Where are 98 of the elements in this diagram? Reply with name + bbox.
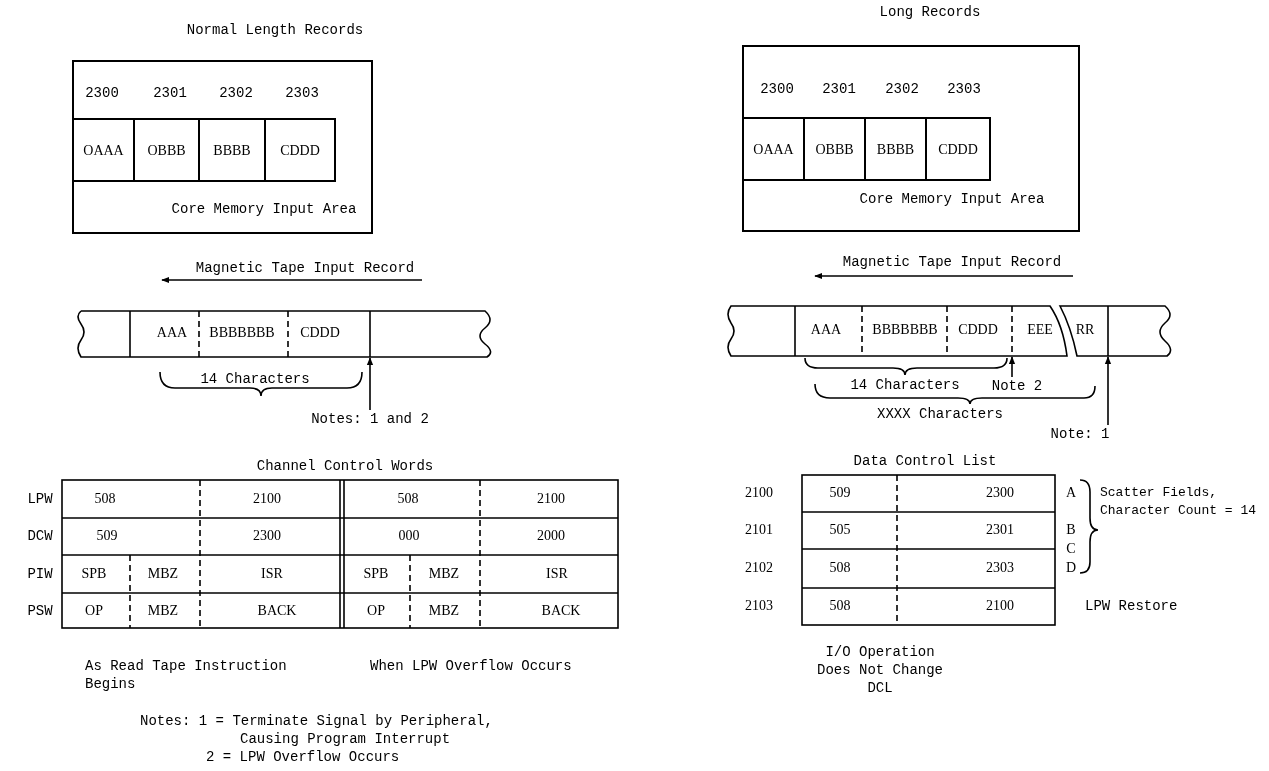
table-value: 2100 — [252, 490, 282, 508]
tape-caption: Magnetic Tape Input Record — [194, 259, 416, 277]
note-text: Note 2 — [990, 377, 1044, 395]
memory-cell — [742, 117, 805, 181]
table-value: 508 — [93, 490, 117, 508]
table-value: OP — [366, 602, 386, 620]
field-text: AAA — [809, 321, 843, 339]
table-value: 508 — [396, 490, 420, 508]
cell-text: OAAA — [83, 141, 124, 160]
row-note: LPW Restore — [1085, 597, 1179, 615]
column-caption: When LPW Overflow Occurs — [370, 657, 573, 675]
note-text: Note: 1 — [1048, 425, 1112, 443]
memory-address: 2301 — [152, 84, 188, 102]
table-value: BACK — [540, 602, 582, 620]
memory-cell — [198, 118, 266, 182]
memory-address: 2300 — [84, 84, 120, 102]
memory-cell — [133, 118, 200, 182]
memory-address: 2300 — [759, 80, 795, 98]
table-note: I/O Operation Does Not Change DCL — [816, 643, 944, 697]
field-text: BBBBBBB — [871, 321, 939, 339]
table-value: SPB — [362, 565, 390, 583]
cell-text: CDDD — [938, 140, 978, 159]
memory-address: 2303 — [946, 80, 982, 98]
row-address: 2103 — [744, 597, 774, 615]
memory-cell — [925, 117, 991, 181]
section-title: Normal Length Records — [185, 21, 365, 39]
cell-text: OAAA — [753, 140, 794, 159]
field-letter: A — [1064, 484, 1078, 502]
table-value: 2303 — [985, 559, 1015, 577]
table-value: 508 — [828, 559, 852, 577]
table-value: MBZ — [146, 602, 180, 620]
memory-address: 2301 — [821, 80, 857, 98]
cell-text: CDDD — [280, 141, 320, 160]
memory-cell — [72, 118, 135, 182]
table-value: 2300 — [252, 527, 282, 545]
row-label: PIW — [26, 565, 54, 583]
table-value: 2100 — [536, 490, 566, 508]
cell-text: BBBB — [876, 140, 915, 159]
column-caption: As Read Tape Instruction Begins — [85, 657, 288, 693]
arrow — [1104, 356, 1112, 426]
brace-label: 14 Characters — [199, 370, 311, 388]
field-text: RR — [1074, 321, 1096, 339]
brace-label: XXXX Characters — [876, 405, 1004, 423]
table-value: 509 — [95, 527, 119, 545]
table-value: 2100 — [985, 597, 1015, 615]
memory-area-box — [72, 60, 373, 234]
table-value: MBZ — [427, 602, 461, 620]
table-value: BACK — [256, 602, 298, 620]
row-label: PSW — [26, 602, 54, 620]
row-address: 2102 — [744, 559, 774, 577]
notes-text: Notes: 1 = Terminate Signal by Peripheral, Causing Program Interrupt — [140, 712, 494, 748]
row-label: DCW — [26, 527, 54, 545]
field-text: BBBBBBB — [208, 324, 276, 342]
cell-text: BBBB — [213, 141, 251, 160]
table-value: 2300 — [985, 484, 1015, 502]
arrow — [1008, 356, 1016, 378]
field-letter: C — [1065, 540, 1077, 558]
field-letter: B — [1065, 521, 1077, 539]
area-caption: Core Memory Input Area — [858, 190, 1046, 208]
field-text: CDDD — [299, 324, 341, 342]
table-value: OP — [84, 602, 104, 620]
notes-text: 2 = LPW Overflow Occurs — [206, 748, 401, 766]
memory-cell — [803, 117, 866, 181]
table-value: MBZ — [146, 565, 180, 583]
scatter-note: Scatter Fields, Character Count = 14 — [1100, 484, 1258, 520]
field-letter: D — [1064, 559, 1078, 577]
table-value: MBZ — [427, 565, 461, 583]
table-title: Channel Control Words — [255, 457, 435, 475]
table-value: 505 — [828, 521, 852, 539]
memory-cell — [264, 118, 336, 182]
table-value: 000 — [397, 527, 421, 545]
memory-address: 2302 — [218, 84, 254, 102]
area-caption: Core Memory Input Area — [170, 200, 358, 218]
memory-cell — [864, 117, 927, 181]
row-address: 2100 — [744, 484, 774, 502]
row-address: 2101 — [744, 521, 774, 539]
memory-address: 2303 — [284, 84, 320, 102]
field-text: CDDD — [957, 321, 999, 339]
cell-text: OBBB — [147, 141, 186, 160]
field-text: AAA — [155, 324, 189, 342]
field-text: EEE — [1026, 321, 1054, 339]
table-value: ISR — [545, 565, 569, 583]
brace-label: 14 Characters — [849, 376, 961, 394]
table-value: 2301 — [985, 521, 1015, 539]
memory-area-box — [742, 45, 1080, 232]
table-value: 2000 — [536, 527, 566, 545]
table-title: Data Control List — [852, 452, 998, 470]
table-value: 509 — [828, 484, 852, 502]
row-label: LPW — [26, 490, 54, 508]
memory-address: 2302 — [884, 80, 920, 98]
table-value: ISR — [260, 565, 284, 583]
note-text: Notes: 1 and 2 — [308, 410, 432, 428]
arrow — [366, 357, 374, 411]
tape-caption: Magnetic Tape Input Record — [841, 253, 1063, 271]
table-value: SPB — [80, 565, 108, 583]
cell-text: OBBB — [815, 140, 854, 159]
section-title: Long Records — [878, 3, 982, 21]
table-value: 508 — [828, 597, 852, 615]
